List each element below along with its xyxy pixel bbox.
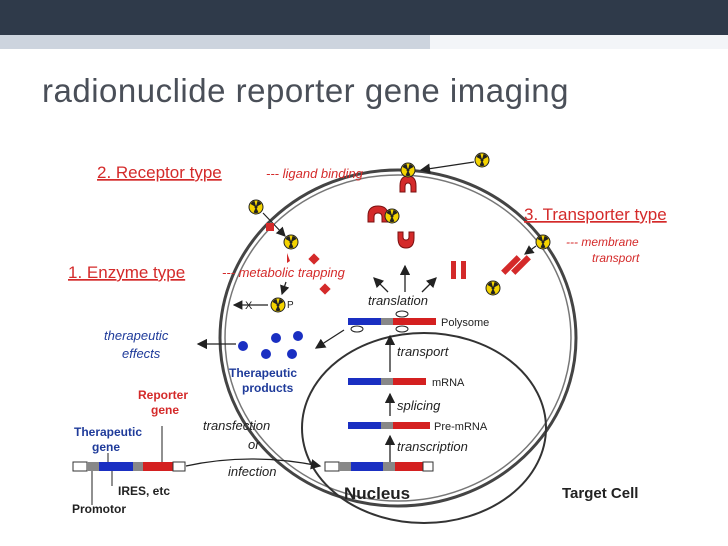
header-strip-light — [430, 35, 728, 49]
receptor-type-label: 2. Receptor type — [97, 163, 222, 182]
radiotracer-icon — [474, 152, 490, 168]
transport-label: transport — [397, 344, 450, 359]
therapeutic-effects-label-2: effects — [122, 346, 161, 361]
mrna-strand — [348, 378, 426, 385]
promotor-label: Promotor — [72, 502, 126, 516]
header-strip — [0, 35, 430, 49]
slide-title: radionuclide reporter gene imaging — [42, 72, 569, 109]
transfection-label: transfection — [203, 418, 270, 433]
mrna-label: mRNA — [432, 377, 465, 389]
membrane-label: --- membrane — [566, 235, 639, 249]
transporter-bar — [461, 261, 466, 279]
nucleus-envelope — [301, 332, 547, 524]
free-receptor — [397, 231, 415, 249]
transcription-label: transcription — [397, 439, 468, 454]
target-cell-label: Target Cell — [562, 485, 638, 502]
internal-receptor — [367, 205, 400, 224]
therapeutic-product-dots — [238, 331, 303, 359]
splicing-label: splicing — [397, 398, 441, 413]
receptor-protein — [399, 162, 417, 193]
infection-label: infection — [228, 464, 276, 479]
cell-membrane — [218, 168, 578, 508]
radiotracer-icon — [485, 280, 501, 296]
nucleus-label: Nucleus — [344, 484, 410, 503]
radiotracer-icon — [248, 199, 264, 215]
therapeutic-gene-label-2: gene — [92, 440, 120, 454]
ligand-binding-label: --- ligand binding — [266, 166, 364, 181]
therapeutic-products-label-2: products — [242, 381, 294, 395]
membrane-transporter — [501, 255, 531, 275]
transporter-bar — [451, 261, 456, 279]
polysome-strand — [348, 310, 436, 333]
therapeutic-products-label-1: Therapeutic — [229, 366, 297, 380]
enzyme-type-label: 1. Enzyme type — [68, 263, 185, 282]
radiotracer-icon — [535, 234, 551, 250]
p-mark: P — [287, 300, 294, 311]
cell-membrane-inner — [224, 174, 572, 502]
enzyme-diamond — [319, 283, 331, 295]
trapped-radiotracer-icon — [270, 297, 286, 313]
ires-label: IRES, etc — [118, 484, 170, 498]
radiotracer-icon — [283, 234, 299, 250]
x-mark: X — [245, 300, 253, 312]
external-gene-construct — [72, 461, 186, 472]
transporter-type-label: 3. Transporter type — [524, 205, 667, 224]
polysome-label: Polysome — [441, 317, 489, 329]
header-bar — [0, 0, 728, 35]
enzyme-diamond — [308, 253, 320, 265]
therapeutic-effects-label-1: therapeutic — [104, 328, 169, 343]
therapeutic-gene-label-1: Therapeutic — [74, 425, 142, 439]
enzyme-square — [266, 223, 274, 231]
translation-label: translation — [368, 293, 428, 308]
pre-mrna-label: Pre-mRNA — [434, 421, 488, 433]
membrane-transport-label: transport — [592, 251, 640, 265]
reporter-gene-label-2: gene — [151, 403, 179, 417]
metabolic-trapping-label: --- metabolic trapping — [222, 265, 346, 280]
nuclear-gene-construct — [324, 461, 434, 472]
reporter-gene-label-1: Reporter — [138, 388, 188, 402]
or-label: or — [248, 437, 260, 452]
pre-mrna-strand — [348, 422, 430, 429]
